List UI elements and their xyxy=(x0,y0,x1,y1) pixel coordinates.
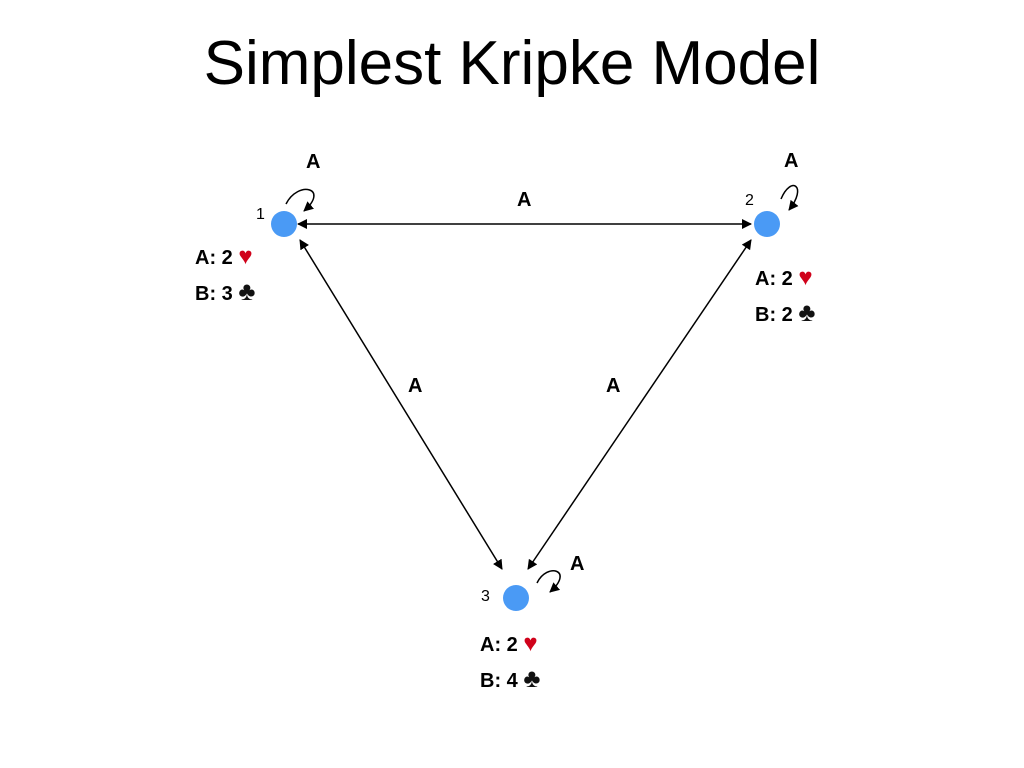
world-node-1 xyxy=(271,211,297,237)
relation-label-loop-3: A xyxy=(570,553,584,575)
edge-1-3 xyxy=(299,239,503,570)
self-loop-1 xyxy=(285,188,315,212)
world-id-1: 1 xyxy=(256,206,265,223)
edge-2-3 xyxy=(527,239,752,570)
relation-label-loop-1: A xyxy=(306,151,320,173)
fact-b-card: B: 3 ♣ xyxy=(195,274,255,308)
fact-b-text: B: 2 xyxy=(755,304,793,326)
heart-icon: ♥ xyxy=(798,264,813,291)
heart-icon: ♥ xyxy=(523,630,538,657)
club-icon: ♣ xyxy=(523,663,541,693)
fact-a-card: A: 2 ♥ xyxy=(195,240,255,274)
relation-label-edge-2-3: A xyxy=(606,375,620,397)
fact-a-text: A: 2 xyxy=(195,247,233,269)
relation-label-edge-1-2: A xyxy=(517,189,531,211)
fact-a-card: A: 2 ♥ xyxy=(480,627,540,661)
club-icon: ♣ xyxy=(798,297,816,327)
club-icon: ♣ xyxy=(238,276,256,306)
heart-icon: ♥ xyxy=(238,243,253,270)
world-node-3 xyxy=(503,585,529,611)
fact-a-text: A: 2 xyxy=(755,268,793,290)
self-loop-3 xyxy=(536,570,561,593)
world-facts-3: A: 2 ♥ B: 4 ♣ xyxy=(480,627,540,695)
world-facts-1: A: 2 ♥ B: 3 ♣ xyxy=(195,240,255,308)
world-facts-2: A: 2 ♥ B: 2 ♣ xyxy=(755,261,815,329)
relation-label-loop-2: A xyxy=(784,150,798,172)
world-id-3: 3 xyxy=(481,588,490,605)
fact-b-card: B: 2 ♣ xyxy=(755,295,815,329)
fact-b-card: B: 4 ♣ xyxy=(480,661,540,695)
world-id-2: 2 xyxy=(745,192,754,209)
self-loop-2 xyxy=(780,185,799,211)
fact-a-text: A: 2 xyxy=(480,634,518,656)
page-title: Simplest Kripke Model xyxy=(203,29,821,98)
world-node-2 xyxy=(754,211,780,237)
fact-b-text: B: 3 xyxy=(195,283,233,305)
fact-b-text: B: 4 xyxy=(480,670,518,692)
fact-a-card: A: 2 ♥ xyxy=(755,261,815,295)
relation-label-edge-1-3: A xyxy=(408,375,422,397)
